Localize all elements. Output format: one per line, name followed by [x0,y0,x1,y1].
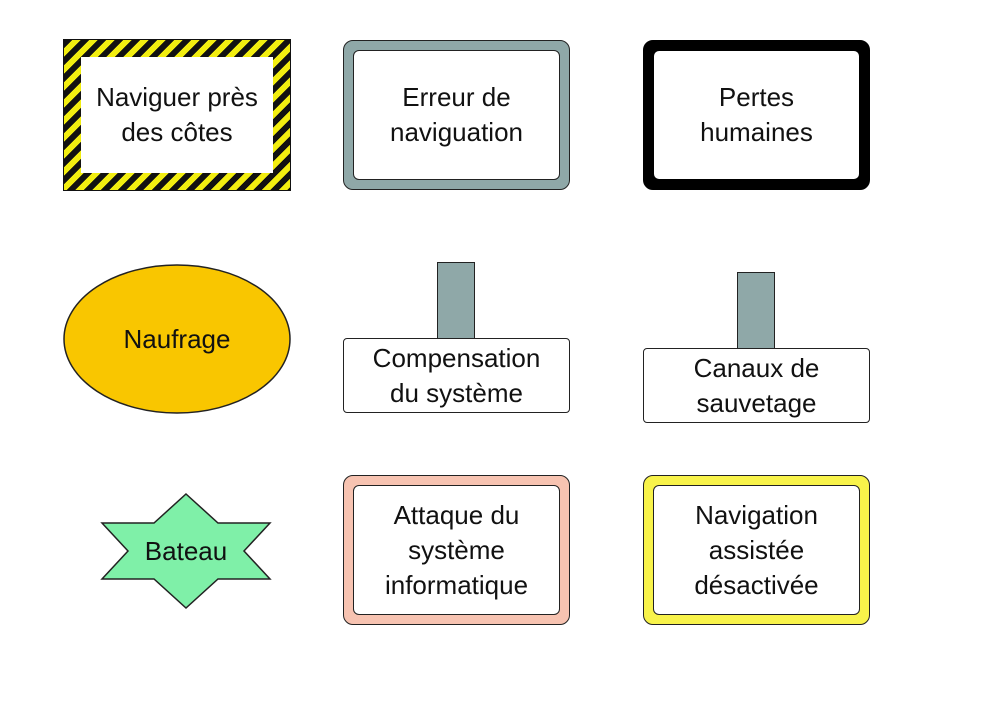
erreur-label: Erreur de naviguation [390,82,523,147]
compensation-post [437,262,475,340]
naufrage-ellipse-shape [63,264,291,414]
attaque-systeme-box: Attaque du système informatique [343,475,570,625]
attaque-label: Attaque du système informatique [384,499,529,600]
navigation-desactivee-box: Navigation assistée désactivée [643,475,870,625]
compensation-label: Compensation du système [372,342,541,408]
erreur-navigation-box: Erreur de naviguation [343,40,570,190]
navigation-label: Navigation assistée désactivée [694,499,819,600]
naufrage-ellipse: Naufrage [63,264,291,414]
pertes-humaines-box: Pertes humaines [643,40,870,190]
naviguer-inner: Naviguer près des côtes [81,57,273,173]
erreur-inner: Erreur de naviguation [353,50,560,180]
pertes-inner: Pertes humaines [653,50,860,180]
navigation-inner: Navigation assistée désactivée [653,485,860,615]
canaux-sign: Canaux de sauvetage [643,348,870,423]
naviguer-hazard-box: Naviguer près des côtes [63,39,291,191]
bateau-star: Bateau [100,492,272,610]
naviguer-label: Naviguer près des côtes [96,82,258,147]
pertes-label: Pertes humaines [700,82,813,147]
bateau-star-shape [100,492,272,610]
compensation-sign: Compensation du système [343,338,570,413]
attaque-inner: Attaque du système informatique [353,485,560,615]
naufrage-label: Naufrage [124,324,231,354]
canaux-label: Canaux de sauvetage [693,352,820,418]
bateau-label: Bateau [145,536,227,566]
canaux-post [737,272,775,350]
